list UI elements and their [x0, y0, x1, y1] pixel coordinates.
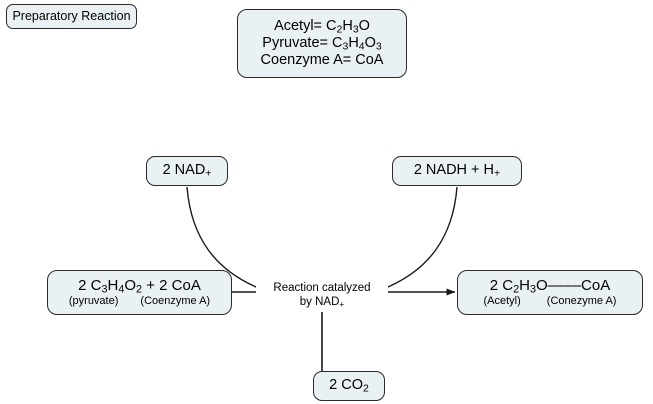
cofactor-in-charge: + — [205, 168, 212, 180]
products-sublabels: (Acetyl) (Conezyme A) — [484, 295, 617, 308]
cofactor-in-label: 2 NAD+ — [163, 162, 212, 179]
reactants-sublabel-left: (pyruvate) — [68, 295, 119, 308]
reactants-sublabel-right: (Coenzyme A) — [140, 295, 211, 308]
byproduct-box: 2 CO2 — [313, 371, 385, 401]
products-mid1: H — [519, 276, 530, 294]
products-box: 2 C2H3O––––CoA (Acetyl) (Conezyme A) — [457, 270, 643, 315]
legend-box: Acetyl= C2H3O Pyruvate= C3H4O3 Coenzyme … — [237, 9, 407, 78]
byproduct-text: 2 CO — [329, 377, 364, 394]
legend-pyruvate-sub1: 3 — [342, 41, 349, 53]
products-formula: 2 C2H3O––––CoA — [490, 277, 610, 295]
products-suffix: O––––CoA — [536, 276, 611, 294]
cofactor-out-charge: + — [494, 168, 501, 180]
reactants-mid2: O — [124, 276, 137, 294]
diagram-title-box: Preparatory Reaction — [6, 4, 137, 29]
cofactor-in-text: 2 NAD — [162, 162, 206, 179]
reactants-suffix: + 2 CoA — [142, 276, 201, 294]
products-sub1: 2 — [513, 283, 520, 296]
reaction-caption-charge: + — [339, 300, 345, 310]
legend-pyruvate-sub2: 4 — [358, 41, 365, 53]
legend-acetyl-suffix: O — [358, 17, 370, 34]
reactants-mid1: H — [107, 276, 119, 294]
reactants-coefficient: 2 — [78, 276, 91, 294]
byproduct-sub: 2 — [363, 383, 369, 395]
reactants-formula: 2 C3H4O2 + 2 CoA — [78, 277, 201, 295]
legend-pyruvate-prefix: Pyruvate= C — [262, 34, 343, 51]
legend-pyruvate-sub3: 3 — [375, 41, 382, 53]
byproduct-label: 2 CO2 — [329, 377, 369, 394]
reaction-caption-line2: by NAD+ — [256, 295, 388, 309]
legend-acetyl-mid: H — [342, 17, 353, 34]
cofactor-out-box: 2 NADH + H+ — [392, 156, 522, 186]
products-sub2: 3 — [529, 283, 536, 296]
legend-acetyl-prefix: Acetyl= C — [274, 17, 337, 34]
reaction-caption-line1: Reaction catalyzed — [273, 282, 371, 294]
reactants-prefix: C — [90, 276, 102, 294]
legend-line-acetyl: Acetyl= C2H3O — [274, 18, 370, 35]
diagram-title-label: Preparatory Reaction — [12, 9, 131, 24]
curve-nad-to-center — [186, 186, 267, 292]
legend-pyruvate-mid: H — [348, 34, 359, 51]
legend-line-coenzyme: Coenzyme A= CoA — [260, 52, 384, 69]
reactants-sub3: 2 — [136, 283, 143, 296]
products-prefix: C — [502, 276, 514, 294]
products-sublabel-right: (Conezyme A) — [546, 295, 617, 308]
cofactor-in-box: 2 NAD+ — [146, 156, 228, 186]
reactants-sub2: 4 — [118, 283, 125, 296]
reactants-sub1: 3 — [101, 283, 108, 296]
cofactor-out-label: 2 NADH + H+ — [414, 162, 500, 179]
reactants-box: 2 C3H4O2 + 2 CoA (pyruvate) (Coenzyme A) — [47, 270, 232, 315]
legend-acetyl-sub2: 3 — [352, 24, 359, 36]
products-coefficient: 2 — [489, 276, 503, 294]
legend-line-pyruvate: Pyruvate= C3H4O3 — [262, 35, 381, 52]
reactants-sublabels: (pyruvate) (Coenzyme A) — [69, 295, 210, 308]
curve-center-to-nadh — [377, 186, 458, 292]
cofactor-out-text: 2 NADH + H — [413, 162, 495, 179]
products-sublabel-left: (Acetyl) — [483, 295, 521, 308]
legend-pyruvate-suffix: O — [364, 34, 376, 51]
reaction-caption-enzyme: by NAD — [299, 296, 340, 309]
legend-acetyl-sub1: 2 — [336, 24, 343, 36]
reaction-caption: Reaction catalyzed by NAD+ — [256, 281, 388, 310]
